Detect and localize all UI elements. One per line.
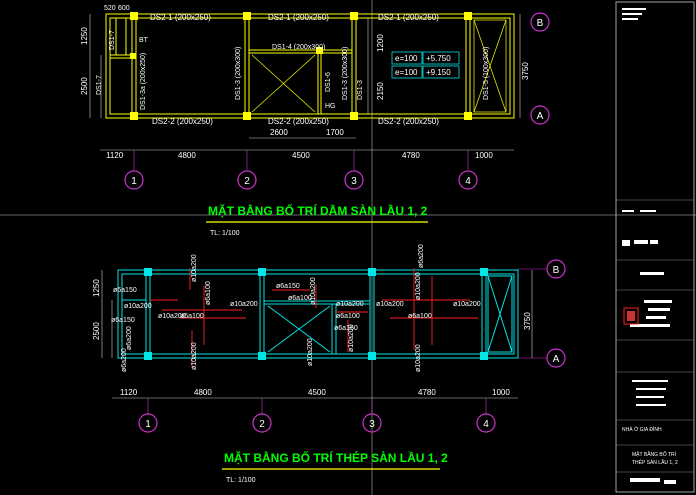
- axis-1: 1: [131, 176, 137, 187]
- dim-b-bottom-1: 1120: [120, 388, 138, 397]
- dim-bottom-1: 1120: [106, 151, 124, 160]
- beam-label-bottom-1: DS2-2 (200x250): [152, 117, 213, 126]
- dim-b-right: 3750: [523, 312, 532, 330]
- title-block: NHÀ Ở GIA ĐÌNH MẶT BẰNG BỐ TRÍ THÉP SÀN …: [615, 1, 695, 493]
- beam-label-top-2: DS2-1 (200x250): [268, 13, 329, 22]
- rebar-7: ø10a200: [336, 301, 364, 308]
- axis-b-1: 1: [145, 419, 151, 430]
- axis-b-2: 2: [259, 419, 265, 430]
- dim-left-2: 2500: [80, 77, 89, 95]
- dim-small-2: 600: [118, 5, 130, 12]
- dim-b-bottom-5: 1000: [492, 388, 510, 397]
- beam-label-bottom-3: DS2-2 (200x250): [378, 117, 439, 126]
- bottom-plan: ø6a150 ø10a200 ø6a100 ø10a200 ø6a150 ø10…: [92, 244, 566, 484]
- dim-inner-1: 1200: [376, 34, 385, 52]
- rebar-13: ø6a100: [336, 313, 360, 320]
- axis-b: B: [537, 18, 544, 29]
- rebar-15: ø10a200: [158, 313, 186, 320]
- dim-bottom-3: 4500: [292, 151, 310, 160]
- rebar-17: ø6a200: [126, 326, 133, 350]
- rebar-25: ø6a200: [121, 348, 128, 372]
- dim-b-left-2: 2500: [92, 322, 101, 340]
- project-name: NHÀ Ở GIA ĐÌNH: [622, 426, 662, 433]
- rebar-9: ø10a200: [124, 303, 152, 310]
- rebar-14: ø6a100: [408, 313, 432, 320]
- axis-a: A: [537, 111, 544, 122]
- beam-v-8: DS1-6: [325, 72, 332, 92]
- rebar-4: ø10a200: [230, 301, 258, 308]
- beam-v-7: DS1-5 (100x300): [483, 47, 490, 100]
- rebar-11: ø6a150: [111, 317, 135, 324]
- top-plan: DS2-1 (200x250) DS2-1 (200x250) DS2-1 (2…: [80, 5, 550, 237]
- level-2-e: e=100: [395, 68, 418, 77]
- rebar-19: ø10a200: [415, 272, 422, 300]
- beam-v-3: DS1-3a (200x250): [140, 53, 147, 110]
- dim-b-bottom-4: 4780: [418, 388, 436, 397]
- beam-label-mid: DS1-4 (200x300): [272, 44, 325, 51]
- rebar-16: ø6a150: [334, 325, 358, 332]
- rebar-23: ø10a200: [415, 344, 422, 372]
- rebar-8: ø6a100: [180, 313, 204, 320]
- beam-v-6: DS1-3: [357, 80, 364, 100]
- beam-label-top-3: DS2-1 (200x250): [378, 13, 439, 22]
- label-bt: BT: [139, 37, 149, 44]
- level-1: +5.750: [426, 54, 451, 63]
- bottom-plan-title: MẶT BẰNG BỐ TRÍ THÉP SÀN LẦU 1, 2: [224, 450, 448, 465]
- dim-small-1: 520: [104, 5, 116, 12]
- rebar-1: ø6a150: [113, 287, 137, 294]
- sheet-title-2: THÉP SÀN LẦU 1, 2: [632, 459, 678, 466]
- label-hg: HG: [325, 103, 336, 110]
- dim-inner-2: 2150: [376, 82, 385, 100]
- beam-label-top-1: DS2-1 (200x250): [150, 13, 211, 22]
- level-2: +9.150: [426, 68, 451, 77]
- top-plan-title: MẶT BẰNG BỐ TRÍ DẦM SÀN LẦU 1, 2: [208, 203, 428, 218]
- rebar-2: ø10a200: [191, 254, 198, 282]
- beam-v-4: DS1-3 (200x300): [235, 47, 242, 100]
- axis-4: 4: [465, 176, 471, 187]
- rebar-6: ø10a200: [310, 277, 317, 305]
- rebar-21: ø10a200: [191, 342, 198, 370]
- dim-bottom-4: 4780: [402, 151, 420, 160]
- dim-bottom-2: 4800: [178, 151, 196, 160]
- beam-v-5: DS1-3 (200x300): [342, 47, 349, 100]
- axis-b-a: A: [553, 354, 560, 365]
- axis-b-4: 4: [483, 419, 489, 430]
- dim-b-bottom-2: 4800: [194, 388, 212, 397]
- rebar-22: ø10a200: [307, 338, 314, 366]
- beam-v-2: DS1-7: [96, 75, 103, 95]
- beam-v-1: DS1-7: [109, 30, 116, 50]
- rebar-3: ø6a100: [205, 281, 212, 305]
- rebar-5: ø6a150: [276, 283, 300, 290]
- axis-2: 2: [244, 176, 250, 187]
- rebar-10: ø10a200: [376, 301, 404, 308]
- bottom-plan-scale: TL: 1/100: [226, 477, 256, 484]
- level-1-e: e=100: [395, 54, 418, 63]
- dim-sub-2: 1700: [326, 128, 344, 137]
- axis-b-3: 3: [369, 419, 375, 430]
- rebar-12: ø10a200: [453, 301, 481, 308]
- rebar-18: ø6a200: [418, 244, 425, 268]
- axis-3: 3: [351, 176, 357, 187]
- dim-b-left-1: 1250: [92, 279, 101, 297]
- beam-label-bottom-2: DS2-2 (200x250): [268, 117, 329, 126]
- axis-b-b: B: [553, 265, 560, 276]
- dim-bottom-5: 1000: [475, 151, 493, 160]
- dim-left-1: 1250: [80, 27, 89, 45]
- dim-right: 3750: [521, 62, 530, 80]
- dim-b-bottom-3: 4500: [308, 388, 326, 397]
- rebar-24: ø10a200: [348, 324, 355, 352]
- rebar-20: ø6a100: [288, 295, 312, 302]
- dim-sub-1: 2600: [270, 128, 288, 137]
- sheet-title-1: MẶT BẰNG BỐ TRÍ: [632, 450, 677, 458]
- top-plan-scale: TL: 1/100: [210, 230, 240, 237]
